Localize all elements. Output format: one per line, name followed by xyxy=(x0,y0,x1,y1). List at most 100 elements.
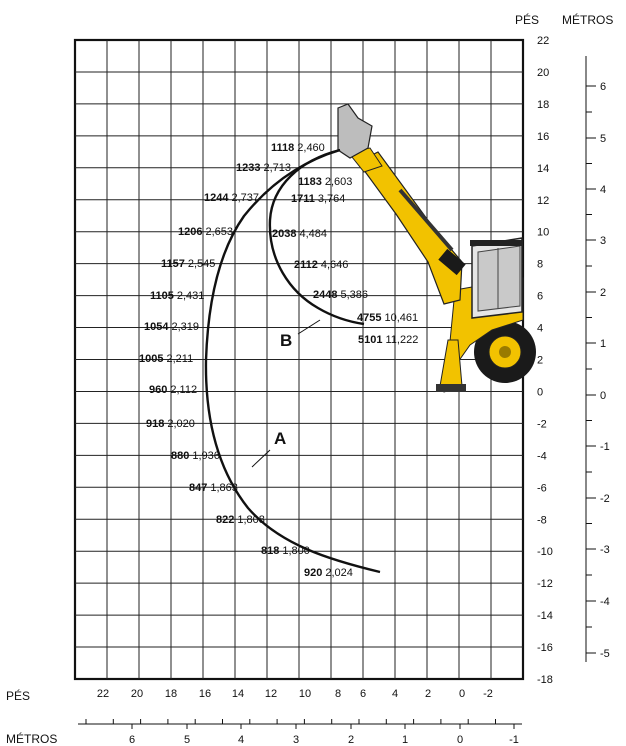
bottom-feet-tick-label: -2 xyxy=(483,688,493,700)
right-meter-tick-label: -3 xyxy=(600,544,610,556)
right-feet-tick-label: 2 xyxy=(537,355,543,367)
capacity-kg-value: 1118 xyxy=(271,142,294,154)
capacity-kg-value: 918 xyxy=(146,418,164,430)
bottom-feet-tick-label: 18 xyxy=(165,688,177,700)
capacity-kg-value: 1233 xyxy=(236,162,260,174)
wheel-center-icon xyxy=(499,346,511,358)
capacity-kg-value: 1711 xyxy=(291,193,315,205)
curve-b-path xyxy=(268,148,365,326)
right-meter-tick-label: 3 xyxy=(600,235,606,247)
right-feet-tick-label: 14 xyxy=(537,163,549,175)
bottom-meter-tick-label: 3 xyxy=(293,734,299,746)
right-meter-tick-label: 0 xyxy=(600,390,606,402)
capacity-lb-value: 1,800 xyxy=(282,545,310,557)
boom-decal-icon xyxy=(438,248,466,276)
bottom-feet-tick-label: 22 xyxy=(97,688,109,700)
capacity-lb-value: 4,646 xyxy=(321,259,349,271)
bottom-feet-tick-label: 12 xyxy=(265,688,277,700)
capacity-kg-value: 920 xyxy=(304,567,322,579)
capacity-lb-value: 2,112 xyxy=(170,384,197,396)
capacity-lb-value: 2,737 xyxy=(231,192,259,204)
right-meter-tick-label: 2 xyxy=(600,287,606,299)
right-meter-tick-label: 1 xyxy=(600,338,606,350)
right-feet-tick-label: 0 xyxy=(537,386,543,398)
capacity-kg-value: 960 xyxy=(149,384,167,396)
bottom-feet-tick-label: 2 xyxy=(425,688,431,700)
capacity-kg-value: 1157 xyxy=(161,258,185,270)
boom-cylinder-icon xyxy=(398,188,454,252)
backhoe-illustration xyxy=(337,103,536,393)
capacity-kg-value: 2038 xyxy=(272,228,296,240)
curve-b-letter: B xyxy=(280,331,292,350)
right-feet-tick-label: -12 xyxy=(537,578,553,590)
right-feet-tick-label: 6 xyxy=(537,291,543,303)
bottom-meter-tick-label: 2 xyxy=(348,734,354,746)
bottom-feet-tick-label: 14 xyxy=(232,688,244,700)
capacity-lb-value: 2,020 xyxy=(167,418,195,430)
bottom-feet-tick-label: 0 xyxy=(459,688,465,700)
capacity-lb-value: 1,863 xyxy=(210,482,238,494)
capacity-lb-value: 10,461 xyxy=(384,312,418,324)
right-meter-tick-label: -5 xyxy=(600,648,610,660)
axis-ticks: 2220181614121086420-2-4-6-8-10-12-14-16-… xyxy=(78,35,610,746)
right-feet-tick-label: -4 xyxy=(537,450,547,462)
capacity-lb-value: 2,460 xyxy=(297,142,325,154)
right-meter-tick-label: 4 xyxy=(600,184,606,196)
curve-a-path xyxy=(204,148,381,574)
right-feet-tick-label: 4 xyxy=(537,323,543,335)
capacity-kg-value: 4755 xyxy=(357,312,381,324)
capacity-kg-value: 1183 xyxy=(298,176,322,188)
right-feet-tick-label: 16 xyxy=(537,131,549,143)
bottom-meter-tick-label: -1 xyxy=(509,734,519,746)
right-meter-tick-label: 6 xyxy=(600,81,606,93)
stabilizer-pad-icon xyxy=(436,384,466,392)
right-feet-tick-label: -14 xyxy=(537,610,553,622)
right-feet-tick-label: 18 xyxy=(537,99,549,111)
capacity-kg-value: 1105 xyxy=(150,290,174,302)
right-feet-tick-label: 8 xyxy=(537,259,543,271)
right-feet-tick-label: -6 xyxy=(537,482,547,494)
right-feet-tick-label: 12 xyxy=(537,195,549,207)
capacity-lb-value: 2,024 xyxy=(325,567,353,579)
capacity-lb-value: 2,319 xyxy=(171,321,199,333)
cab-window-icon xyxy=(477,245,521,312)
bucket-icon xyxy=(337,103,373,159)
capacity-lb-value: 1,808 xyxy=(237,514,265,526)
right-meter-tick-label: -4 xyxy=(600,596,610,608)
right-meter-tick-label: 5 xyxy=(600,133,606,145)
capacity-lb-value: 5,386 xyxy=(340,289,368,301)
capacity-kg-value: 1005 xyxy=(139,353,163,365)
capacity-lb-value: 11,222 xyxy=(385,334,418,346)
boom-icon xyxy=(357,151,463,305)
bottom-meter-tick-label: 5 xyxy=(184,734,190,746)
right-feet-tick-label: -16 xyxy=(537,642,553,654)
capacity-lb-value: 2,545 xyxy=(188,258,216,270)
right-feet-tick-label: 10 xyxy=(537,227,549,239)
cab-roof-icon xyxy=(470,240,523,246)
curve-b-pointer xyxy=(297,319,321,335)
capacity-lb-value: 2,211 xyxy=(166,353,193,365)
capacity-lb-value: 2,603 xyxy=(325,176,353,188)
bottom-feet-tick-label: 16 xyxy=(199,688,211,700)
right-feet-axis-title: PÉS xyxy=(515,12,539,27)
bottom-feet-axis-title: PÉS xyxy=(6,688,30,703)
bottom-feet-tick-label: 6 xyxy=(360,688,366,700)
